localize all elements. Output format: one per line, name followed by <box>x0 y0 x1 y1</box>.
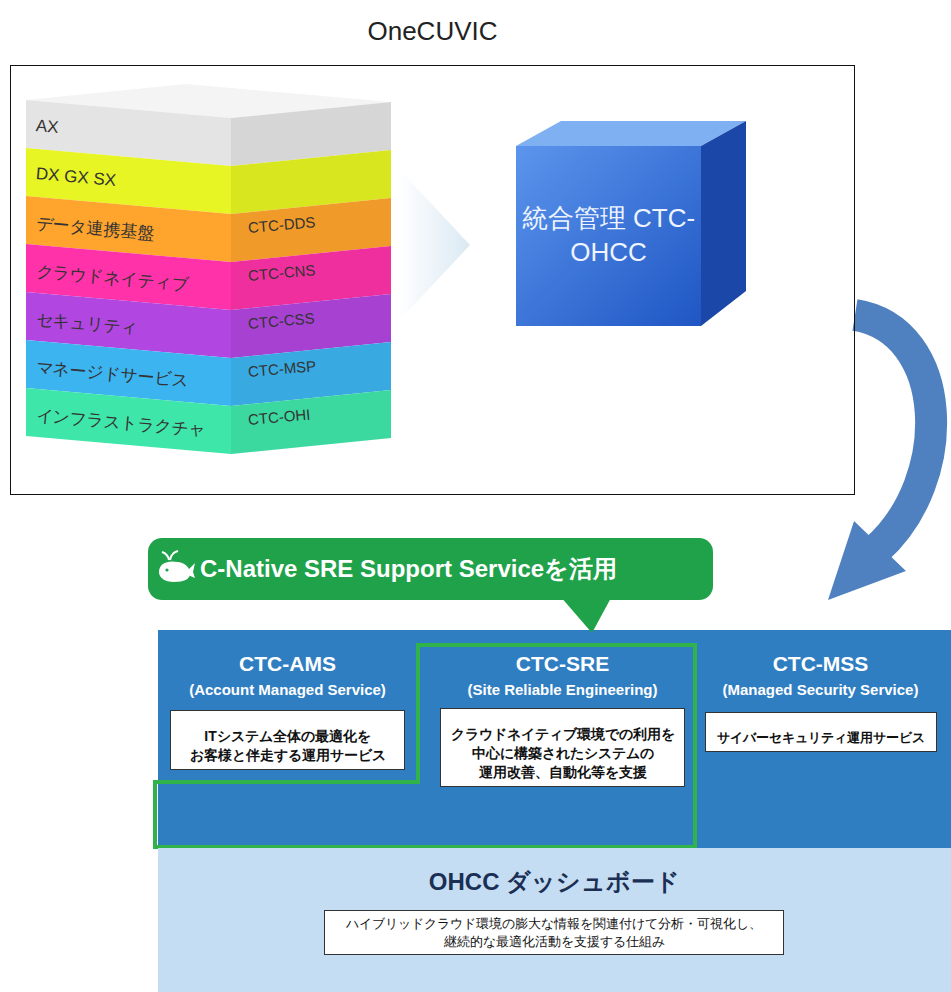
node-label: サイバーセキュリティ運用サービス <box>714 717 928 747</box>
description-box: サイバーセキュリティ運用サービス <box>705 712 937 752</box>
whale-body <box>159 561 190 582</box>
node-label: ITシステム全体の最適化を お客様と伴走する運用サービス <box>179 715 396 765</box>
stack-layer: データ連携基盤CTC-DDS <box>26 192 391 240</box>
whale-icon <box>156 548 196 586</box>
arrow-head <box>828 521 906 600</box>
stack-layer: マネージドサービスCTC-MSP <box>26 336 391 384</box>
node-sublabel: (Account Managed Service) <box>160 681 415 698</box>
stack-layer: セキュリティCTC-CSS <box>26 288 391 336</box>
service-column: CTC-AMS (Account Managed Service) ITシステム全体… <box>160 640 415 780</box>
node-label: CTC-SRE <box>430 640 695 676</box>
callout-pointer <box>560 596 612 633</box>
node-label: ハイブリッドクラウド環境の膨大な情報を関連付けて分析・可視化し、 継続的な最適化… <box>333 915 775 950</box>
layer-right-shade <box>231 390 391 454</box>
node-sublabel: (Site Reliable Engineering) <box>430 681 695 698</box>
node-label: C-Native SRE Support Serviceを活用 <box>200 553 701 585</box>
whale-spout <box>162 551 178 560</box>
node-label: AX <box>35 116 59 138</box>
description-box: ハイブリッドクラウド環境の膨大な情報を関連付けて分析・可視化し、 継続的な最適化… <box>324 910 784 955</box>
node-label: クラウドネイティブ環境での利用を 中心に構築されたシステムの 運用改善、自動化等… <box>449 713 676 782</box>
onecuvic-frame: OneCUVICAXDX GX SXデータ連携基盤CTC-DDSクラウドネイティ… <box>10 65 855 495</box>
node-sublabel: (Managed Security Service) <box>698 681 943 698</box>
stack-layer: AX <box>26 96 391 144</box>
flow-chevron <box>398 168 470 322</box>
arrow-band <box>855 315 931 550</box>
callout-banner: C-Native SRE Support Serviceを活用 <box>148 538 713 600</box>
description-box: ITシステム全体の最適化を お客様と伴走する運用サービス <box>170 710 405 770</box>
whale-tail <box>188 563 195 578</box>
node-label: OneCUVIC <box>11 16 854 47</box>
stack-layer: クラウドネイティブCTC-CNS <box>26 240 391 288</box>
node-label: 統合管理 CTC-OHCC <box>516 146 701 326</box>
integration-cube: 統合管理 CTC-OHCC <box>516 121 746 326</box>
node-label: OHCC ダッシュボード <box>158 848 951 898</box>
description-box: クラウドネイティブ環境での利用を 中心に構築されたシステムの 運用改善、自動化等… <box>440 708 685 787</box>
cube-front-face <box>516 146 701 326</box>
whale-eye <box>165 568 168 571</box>
stack-layer: インフラストラクチャCTC-OHI <box>26 384 391 432</box>
node-label: CTC-AMS <box>160 640 415 676</box>
cube-right-face <box>701 121 746 326</box>
stack-layer: DX GX SX <box>26 144 391 192</box>
node-label: CTC-MSS <box>698 600 943 676</box>
layer-left-face <box>26 388 231 454</box>
dashboard-panel: OHCC ダッシュボードハイブリッドクラウド環境の膨大な情報を関連付けて分析・可… <box>158 848 951 992</box>
service-column: CTC-SRE (Site Reliable Engineering) クラウドネイ… <box>430 640 695 787</box>
layer-right-face <box>231 390 391 454</box>
sre-highlight-outline <box>155 645 695 847</box>
flow-arrow <box>828 315 931 600</box>
service-column: CTC-MSS (Managed Security Service) サイバーセキュ… <box>698 600 943 752</box>
